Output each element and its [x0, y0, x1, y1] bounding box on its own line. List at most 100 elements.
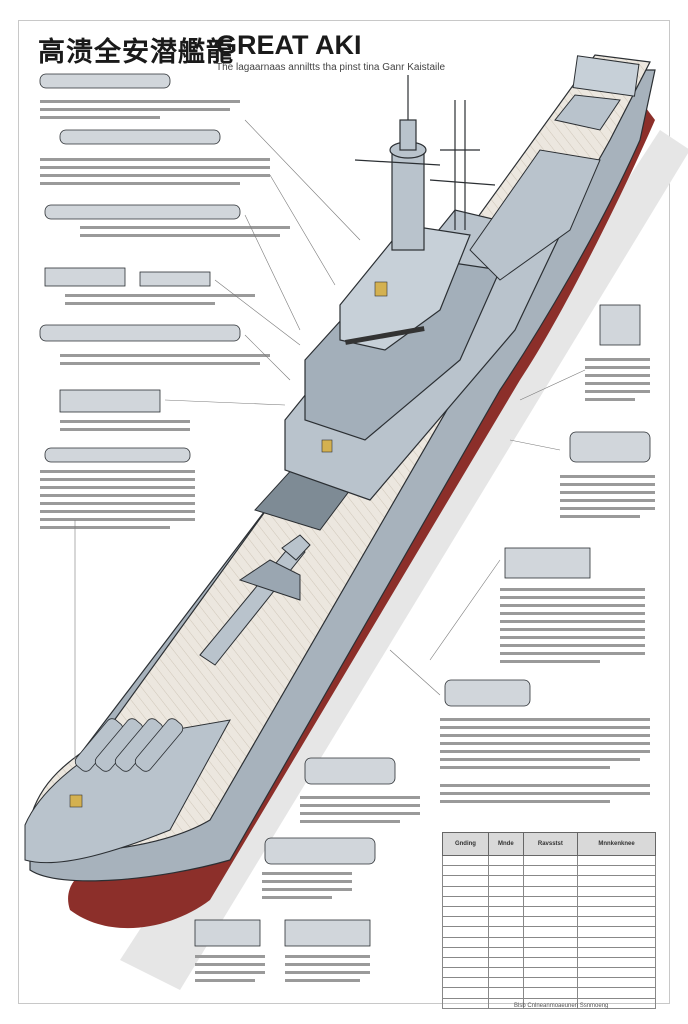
torpedo-launcher: [74, 718, 184, 772]
spec-table-header: Ravsstst: [522, 832, 579, 856]
table-cell: [522, 895, 579, 907]
table-cell: [442, 946, 489, 958]
table-cell: [487, 987, 524, 999]
table-cell: [442, 854, 489, 867]
table-cell: [442, 895, 489, 907]
callout-text-blocks: [40, 100, 655, 982]
table-cell: [442, 936, 489, 948]
table-row: [442, 885, 656, 897]
table-cell: [577, 977, 656, 989]
table-cell: [487, 895, 524, 907]
table-cell: [442, 875, 489, 887]
table-cell: [577, 865, 656, 877]
table-cell: [577, 956, 656, 969]
hull-marking-2: [321, 439, 333, 453]
table-cell: [522, 946, 579, 958]
table-cell: [487, 865, 524, 877]
table-row: [442, 875, 656, 887]
table-cell: [522, 875, 579, 887]
table-cell: [442, 956, 489, 969]
table-row: [442, 905, 656, 918]
table-row: [442, 854, 656, 867]
table-cell: [522, 865, 579, 877]
table-cell: [577, 936, 656, 948]
table-row: [442, 936, 656, 948]
table-cell: [487, 875, 524, 887]
table-cell: [487, 967, 524, 979]
stern-block: [572, 55, 640, 97]
table-cell: [577, 854, 656, 867]
table-cell: [487, 956, 524, 969]
callout-leader-lines: [74, 119, 586, 760]
table-cell: [522, 967, 579, 979]
table-cell: [577, 997, 656, 1009]
table-cell: [577, 895, 656, 907]
table-cell: [442, 997, 489, 1009]
table-row: [442, 967, 656, 979]
table-cell: [487, 936, 524, 948]
table-cell: [522, 936, 579, 948]
table-cell: [442, 865, 489, 877]
table-cell: [487, 905, 524, 918]
table-cell: [442, 987, 489, 999]
poster-footer: Blsb Cnlneanmoaeunen Ssnmoeng: [514, 1003, 609, 1009]
spec-table-body: [442, 854, 656, 1009]
table-cell: [522, 987, 579, 999]
table-cell: [442, 967, 489, 979]
equipment-sketches-left: [39, 73, 241, 463]
table-cell: [577, 987, 656, 999]
deck-missile: [199, 534, 311, 666]
table-cell: [487, 977, 524, 989]
table-cell: [577, 885, 656, 897]
table-cell: [487, 946, 524, 958]
table-cell: [522, 916, 579, 928]
table-row: [442, 977, 656, 989]
bow-plate: [24, 719, 231, 864]
aft-turret: [554, 94, 621, 131]
table-row: [442, 987, 656, 999]
spec-table: Gnding Mnde Ravsstst Mnnkenknee: [442, 832, 656, 1009]
table-cell: [442, 916, 489, 928]
command-tower: [389, 75, 427, 251]
table-row: [442, 865, 656, 877]
spec-table-header: Mnde: [487, 832, 524, 856]
table-cell: [522, 905, 579, 918]
table-cell: [442, 977, 489, 989]
bridge-windows: [345, 326, 425, 345]
radar-mast: [354, 100, 496, 230]
poster-title: GREAT AKI: [216, 30, 362, 60]
table-cell: [487, 854, 524, 867]
table-cell: [442, 926, 489, 938]
spec-table-header: Gnding: [442, 832, 489, 856]
table-cell: [522, 926, 579, 938]
table-cell: [577, 926, 656, 938]
table-row: [442, 926, 656, 938]
table-row: [442, 997, 656, 1009]
table-cell: [487, 916, 524, 928]
aft-superstructure: [469, 149, 601, 281]
table-cell: [577, 967, 656, 979]
spec-table-header: Mnnkenknee: [577, 832, 656, 856]
table-cell: [577, 946, 656, 958]
table-row: [442, 946, 656, 958]
table-cell: [577, 916, 656, 928]
table-cell: [577, 905, 656, 918]
table-row: [442, 895, 656, 907]
table-cell: [522, 854, 579, 867]
equipment-sketches-right: [194, 304, 651, 947]
table-row: [442, 956, 656, 969]
bow-emblem: [69, 794, 83, 808]
table-cell: [442, 905, 489, 918]
table-cell: [487, 885, 524, 897]
table-cell: [522, 885, 579, 897]
table-row: [442, 916, 656, 928]
table-cell: [522, 997, 579, 1009]
table-cell: [522, 977, 579, 989]
hull-marking: [374, 281, 388, 297]
poster-subtitle: The lagaarnaas anniltts tha pinst tina G…: [216, 62, 446, 73]
table-cell: [577, 875, 656, 887]
table-cell: [522, 956, 579, 969]
table-cell: [487, 926, 524, 938]
poster-frame: [18, 20, 670, 1004]
